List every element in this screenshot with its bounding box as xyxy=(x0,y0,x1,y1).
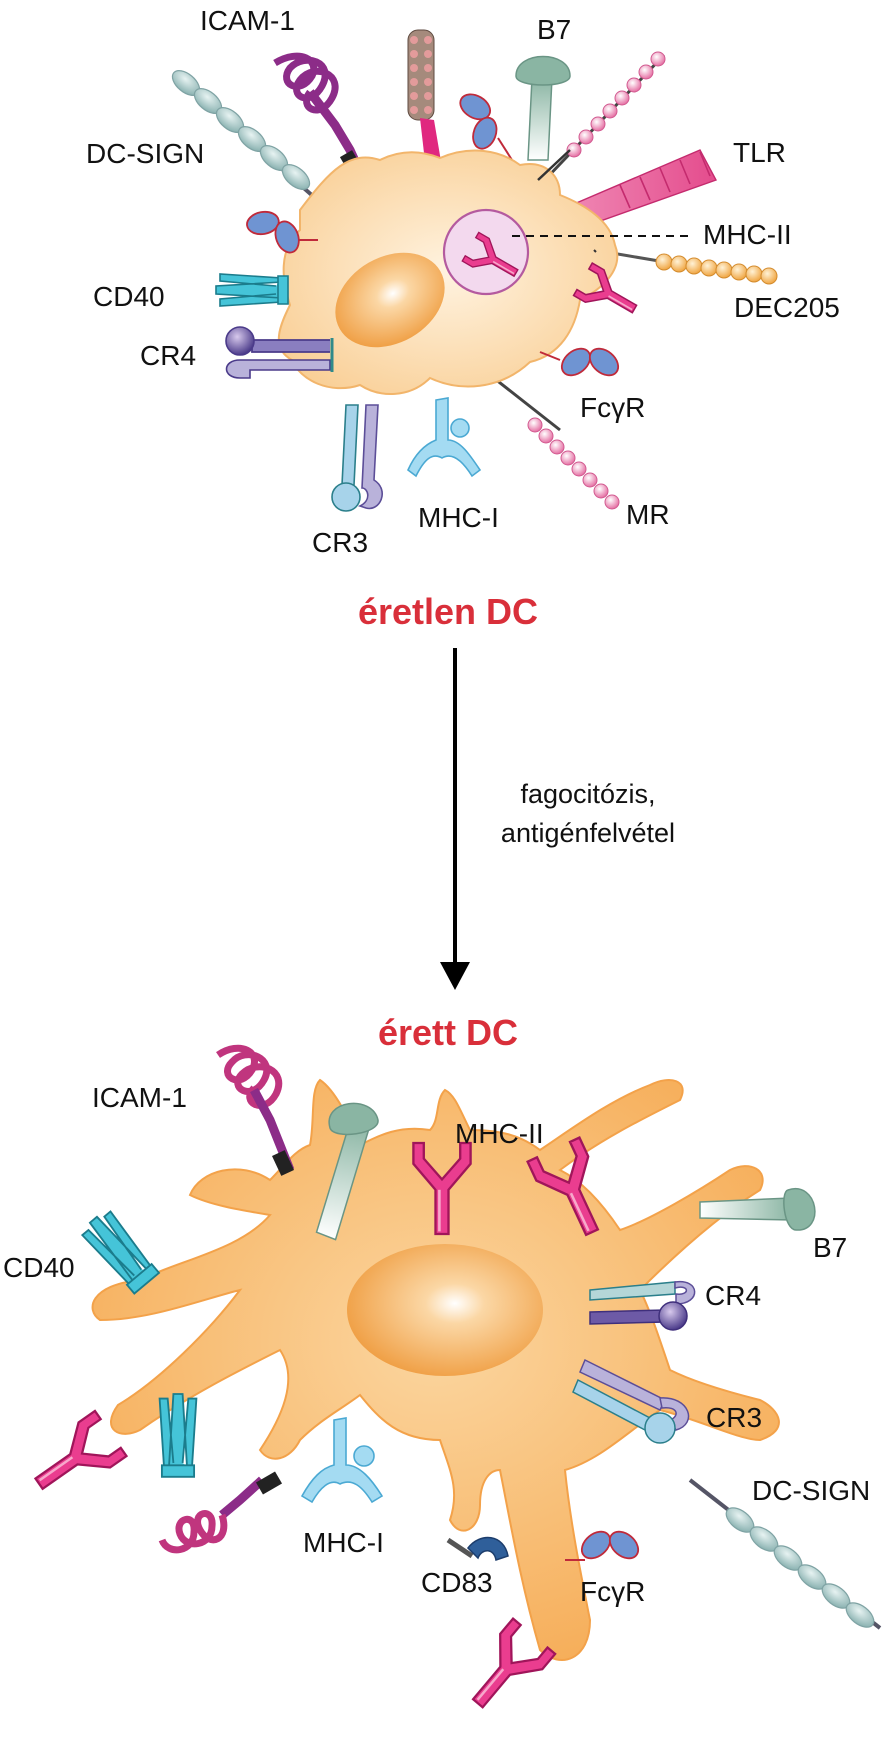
immature-b7-receptor xyxy=(515,55,571,161)
mature-label-mhc1: MHC-I xyxy=(303,1527,384,1558)
immature-mhc1-receptor xyxy=(407,397,482,478)
arrow-head-icon xyxy=(440,962,470,990)
immature-label-dc-sign: DC-SIGN xyxy=(86,138,204,169)
mature-b7-receptor-right xyxy=(699,1187,816,1231)
immature-mr-receptor xyxy=(489,373,620,510)
immature-nucleus xyxy=(335,252,445,348)
immature-mhc2-vesicle xyxy=(442,208,530,296)
immature-label-tlr: TLR xyxy=(733,137,786,168)
mature-cr4-receptor xyxy=(589,1280,696,1331)
mature-icam1-receptor-bottom xyxy=(158,1471,283,1554)
mature-label-cd83: CD83 xyxy=(421,1567,493,1598)
mature-fcr-receptor xyxy=(575,1525,645,1565)
immature-title: éretlen DC xyxy=(358,591,538,632)
immature-label-cd40: CD40 xyxy=(93,281,165,312)
immature-dc-sign-receptor xyxy=(171,70,340,220)
immature-label-b7: B7 xyxy=(537,14,571,45)
immature-fcr-top xyxy=(450,81,510,159)
mature-dc-group: érett DC xyxy=(3,1012,882,1723)
mature-mhc1-receptor xyxy=(300,1417,384,1504)
mature-label-b7: B7 xyxy=(813,1232,847,1263)
mature-dc-sign-receptor xyxy=(688,1478,882,1630)
transition-text-line2: antigénfelvétel xyxy=(501,818,675,848)
mature-nucleus xyxy=(347,1244,543,1376)
mature-label-mhc2: MHC-II xyxy=(455,1118,544,1149)
mature-title: érett DC xyxy=(378,1012,518,1053)
immature-label-cr4: CR4 xyxy=(140,340,196,371)
mature-label-cr3: CR3 xyxy=(706,1402,762,1433)
mature-cd40-receptor-bottom xyxy=(158,1393,198,1478)
mature-icam1-receptor xyxy=(216,1044,295,1176)
mature-label-dc-sign: DC-SIGN xyxy=(752,1475,870,1506)
immature-cr3-receptor xyxy=(331,404,383,512)
transition-text-line1: fagocitózis, xyxy=(520,779,655,809)
immature-pink-bead-chain xyxy=(538,51,666,187)
immature-dec205-receptor xyxy=(593,248,778,285)
immature-label-mr: MR xyxy=(626,499,670,530)
mature-b7-receptor-top xyxy=(315,1102,379,1241)
mature-cd83-receptor xyxy=(446,1536,509,1561)
immature-label-cr3: CR3 xyxy=(312,527,368,558)
immature-label-dec205: DEC205 xyxy=(734,292,840,323)
immature-label-mhc2: MHC-II xyxy=(703,219,792,250)
mature-cd40-receptor-left xyxy=(78,1207,162,1296)
immature-cr4-receptor xyxy=(225,326,334,379)
immature-label-icam1: ICAM-1 xyxy=(200,5,295,36)
immature-label-fcgr: FcγR xyxy=(580,392,645,423)
mature-label-fcgr: FcγR xyxy=(580,1576,645,1607)
mature-label-icam1: ICAM-1 xyxy=(92,1082,187,1113)
mature-label-cr4: CR4 xyxy=(705,1280,761,1311)
immature-fcr-right xyxy=(555,342,625,382)
immature-cd40-receptor xyxy=(215,273,289,307)
maturation-arrow-group: fagocitózis, antigénfelvétel xyxy=(440,648,675,990)
immature-dc-group: ICAM-1 B7 DC-SIGN TLR MHC-II CD40 DEC205… xyxy=(86,5,840,632)
mature-label-cd40: CD40 xyxy=(3,1252,75,1283)
mature-cr3-receptor xyxy=(572,1358,690,1444)
immature-label-mhc1: MHC-I xyxy=(418,502,499,533)
